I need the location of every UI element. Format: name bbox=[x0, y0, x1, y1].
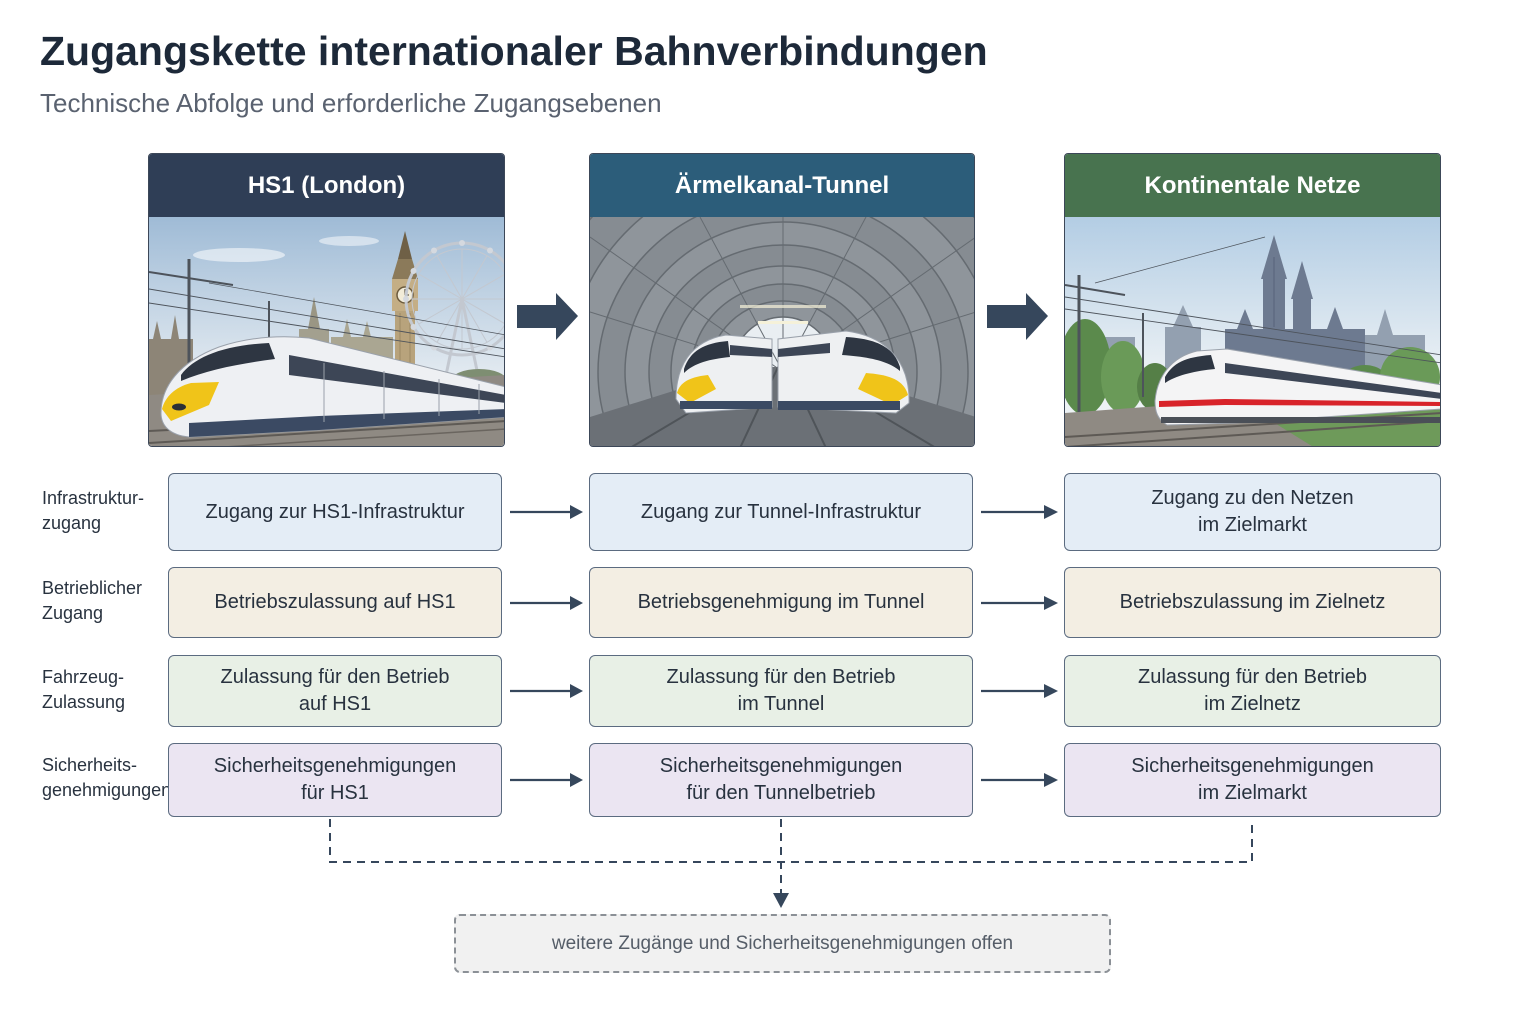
row-label-operational: Betrieblicher Zugang bbox=[42, 578, 143, 623]
channel-tunnel-illustration bbox=[590, 217, 974, 446]
row-arrow-head-icon bbox=[570, 505, 583, 519]
column-header-tunnel: Ärmelkanal-Tunnel bbox=[590, 154, 974, 217]
column-title-tunnel: Ärmelkanal-Tunnel bbox=[674, 171, 890, 199]
cell-infrastructure-hs1: Zugang zur HS1-Infrastruktur bbox=[168, 473, 502, 551]
column-title-hs1: HS1 (London) bbox=[247, 171, 406, 199]
cell-infrastructure-continental: Zugang zu den Netzen im Zielmarkt bbox=[1064, 473, 1441, 551]
cell-safety-tunnel: Sicherheitsgenehmigungen für den Tunnelb… bbox=[589, 743, 973, 817]
continental-train bbox=[1154, 348, 1440, 426]
down-arrow-icon bbox=[773, 893, 789, 908]
flow-arrow-icon bbox=[987, 293, 1048, 340]
column-title-continental: Kontinentale Netze bbox=[1144, 171, 1361, 199]
cell-operational-hs1: Betriebszulassung auf HS1 bbox=[168, 567, 502, 638]
cell-vehicle-continental: Zulassung für den Betrieb im Zielnetz bbox=[1064, 655, 1441, 727]
continental-network-illustration bbox=[1065, 217, 1440, 446]
row-label-vehicle: Fahrzeug- Zulassung bbox=[42, 667, 126, 712]
cell-safety-continental: Sicherheitsgenehmigungen im Zielmarkt bbox=[1064, 743, 1441, 817]
row-arrow-head-icon bbox=[1044, 505, 1058, 519]
flow-arrow-icon bbox=[517, 293, 578, 340]
open-items-note: weitere Zugänge und Sicherheitsgenehmigu… bbox=[454, 914, 1111, 973]
row-label-safety: Sicherheits- genehmigungen bbox=[42, 755, 172, 800]
cell-safety-hs1: Sicherheitsgenehmigungen für HS1 bbox=[168, 743, 502, 817]
overhead-catenary bbox=[1065, 236, 1440, 422]
row-arrow-head-icon bbox=[1044, 596, 1058, 610]
cell-vehicle-tunnel: Zulassung für den Betrieb im Tunnel bbox=[589, 655, 973, 727]
hs1-train bbox=[160, 336, 504, 438]
row-arrow-head-icon bbox=[570, 596, 583, 610]
row-label-infrastructure: Infrastruktur- zugang bbox=[42, 488, 145, 533]
tunnel-train-left bbox=[675, 334, 773, 414]
column-panel-hs1: HS1 (London) bbox=[148, 153, 505, 447]
row-arrow-head-icon bbox=[1044, 773, 1058, 787]
hs1-london-illustration bbox=[149, 217, 504, 446]
dashed-connectors bbox=[329, 819, 1253, 896]
column-panel-tunnel: Ärmelkanal-Tunnel bbox=[589, 153, 975, 447]
row-arrow-head-icon bbox=[1044, 684, 1058, 698]
column-header-hs1: HS1 (London) bbox=[149, 154, 504, 217]
page-title: Zugangskette internationaler Bahnverbind… bbox=[40, 28, 988, 74]
cell-operational-tunnel: Betriebsgenehmigung im Tunnel bbox=[589, 567, 973, 638]
cell-infrastructure-tunnel: Zugang zur Tunnel-Infrastruktur bbox=[589, 473, 973, 551]
dashed-connector-outer bbox=[329, 819, 1253, 863]
tunnel-train-right bbox=[777, 330, 910, 414]
cell-operational-continental: Betriebszulassung im Zielnetz bbox=[1064, 567, 1441, 638]
tunnel-lights bbox=[740, 305, 826, 324]
row-arrow-head-icon bbox=[570, 684, 583, 698]
column-panel-continental: Kontinentale Netze bbox=[1064, 153, 1441, 447]
column-header-continental: Kontinentale Netze bbox=[1065, 154, 1440, 217]
row-arrow-head-icon bbox=[570, 773, 583, 787]
trees-left bbox=[1065, 319, 1173, 415]
cell-vehicle-hs1: Zulassung für den Betrieb auf HS1 bbox=[168, 655, 502, 727]
page-subtitle: Technische Abfolge und erforderliche Zug… bbox=[40, 88, 662, 118]
